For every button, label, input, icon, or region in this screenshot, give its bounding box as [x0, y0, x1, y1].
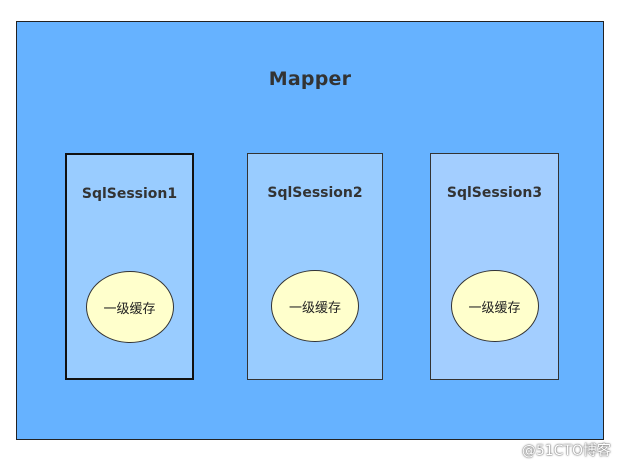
sql-session-1-cache-label: 一级缓存 [103, 301, 156, 317]
sql-session-2-box: SqlSession2 一级缓存 [247, 153, 383, 380]
mapper-box: Mapper SqlSession1 一级缓存 SqlSession2 一级缓存… [16, 21, 604, 440]
sql-session-3-cache: 一级缓存 [450, 270, 539, 342]
sql-session-2-cache-label: 一级缓存 [288, 300, 341, 316]
sql-session-1-box: SqlSession1 一级缓存 [65, 153, 194, 380]
sql-session-1-label: SqlSession1 [81, 186, 178, 202]
sql-session-1-cache: 一级缓存 [85, 271, 174, 343]
mapper-title: Mapper [268, 68, 352, 90]
sql-session-3-cache-label: 一级缓存 [468, 300, 521, 316]
sql-session-2-cache: 一级缓存 [271, 270, 359, 342]
sql-session-3-label: SqlSession3 [446, 185, 543, 201]
sql-session-2-label: SqlSession2 [267, 185, 363, 201]
watermark: @51CTO博客 [521, 443, 611, 459]
sql-session-3-box: SqlSession3 一级缓存 [430, 153, 559, 380]
